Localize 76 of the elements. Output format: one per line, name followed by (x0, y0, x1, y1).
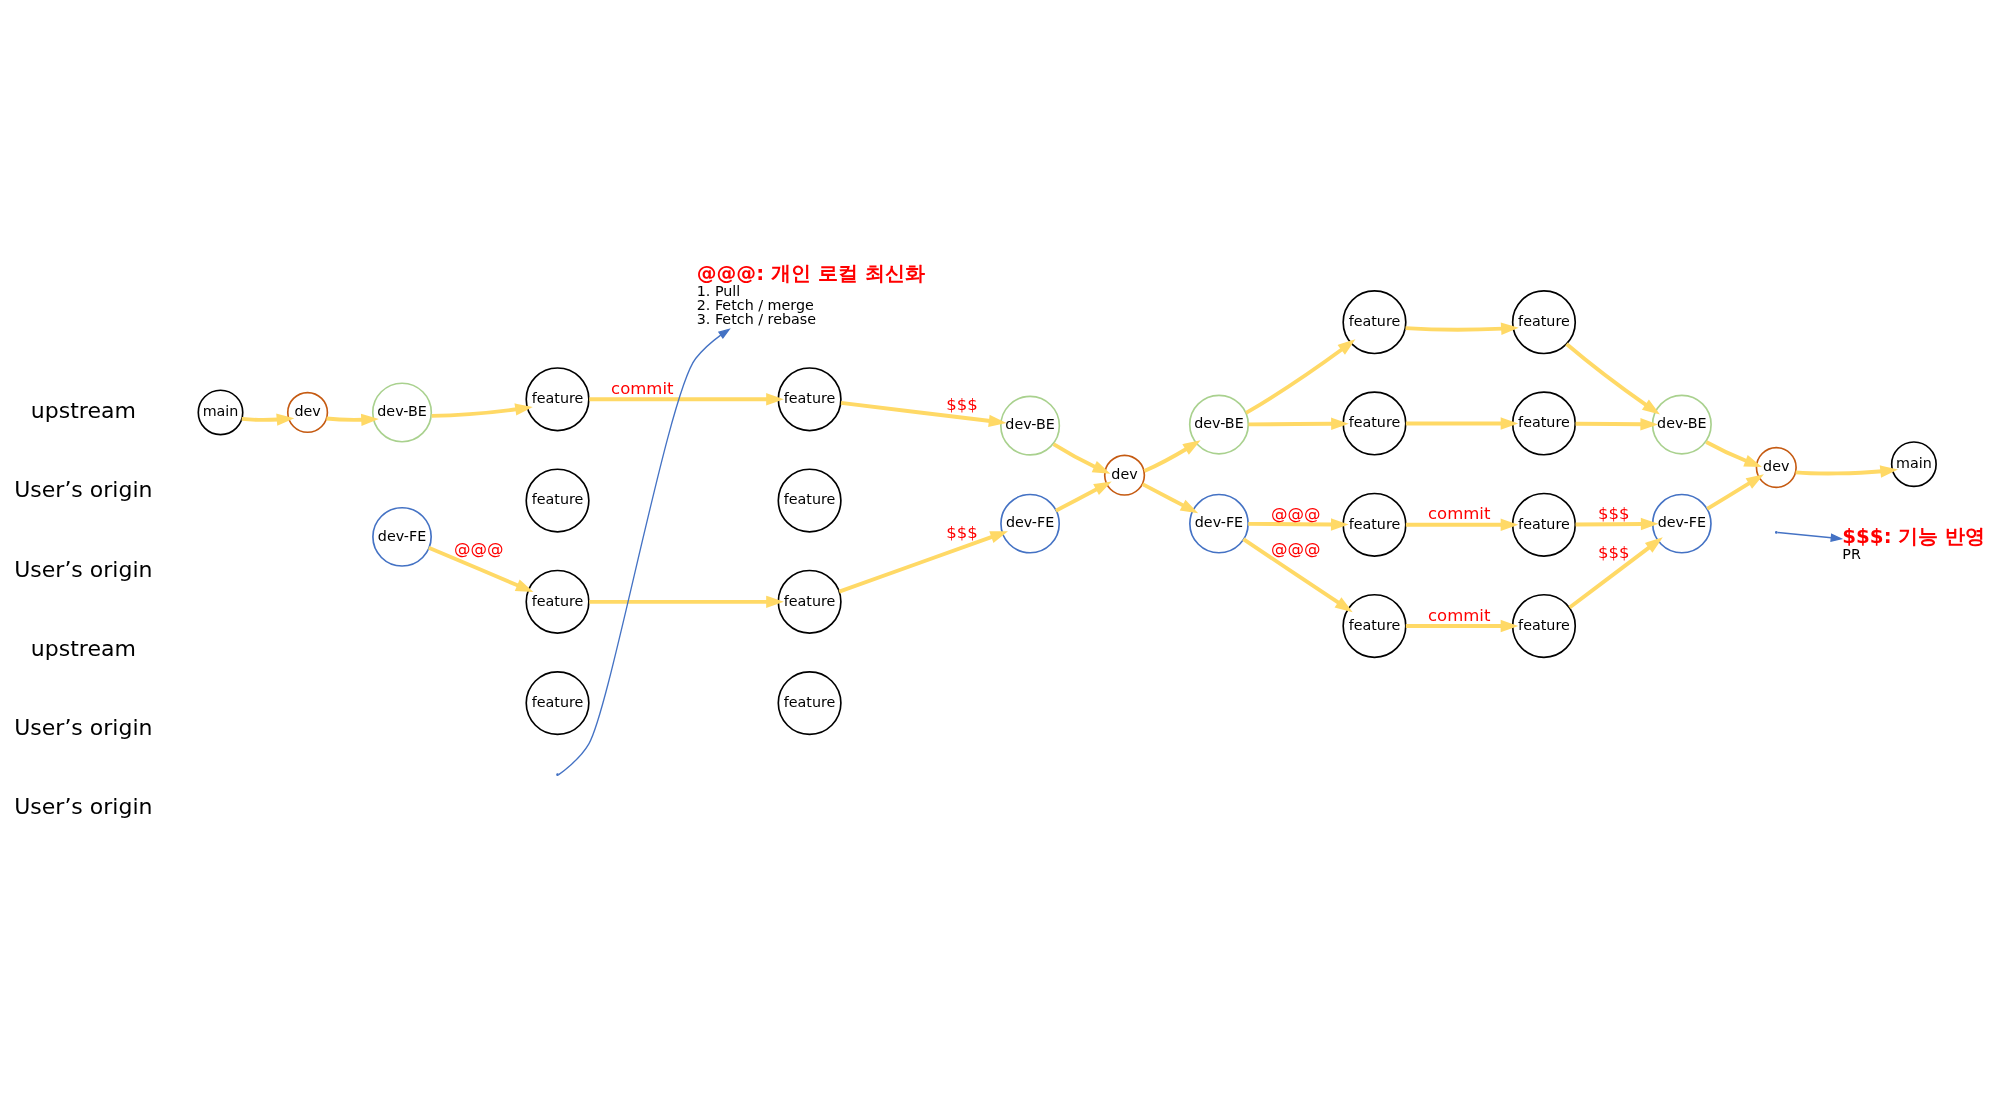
arrow (1141, 482, 1199, 514)
node-circle: dev-BE (371, 382, 433, 443)
node-circle: dev (286, 391, 329, 434)
arrow (1405, 417, 1519, 430)
edge-label: @@@ (1271, 504, 1321, 524)
node-circle: feature (777, 569, 842, 634)
node-circle: main (197, 389, 244, 436)
label: User’s origin (14, 477, 153, 503)
edge-label: commit (1428, 605, 1491, 625)
label: User’s origin (14, 556, 153, 582)
arrow (1575, 517, 1659, 531)
arrow (838, 531, 1008, 594)
arrow (1795, 465, 1898, 478)
edge-label: commit (1428, 504, 1491, 524)
node-circle: feature (1342, 391, 1407, 456)
edge-label: @@@ (1271, 539, 1321, 559)
arrow (1405, 518, 1519, 531)
node-circle: dev-FE (372, 506, 432, 567)
arrow (558, 328, 731, 776)
arrow (1706, 474, 1764, 511)
node-circle: feature (777, 670, 842, 736)
label: User’s origin (14, 794, 153, 820)
arrow (428, 545, 534, 593)
node-circle: dev-FE (1651, 493, 1712, 554)
arrow (1405, 322, 1519, 335)
node-circle: feature (1511, 391, 1577, 456)
arrow (1568, 537, 1663, 610)
label: upstream (30, 635, 136, 661)
node-circle: dev (1103, 454, 1146, 496)
node-circle: feature (777, 468, 842, 533)
arrow (1055, 481, 1112, 513)
arrow (1776, 531, 1844, 543)
arrow (1705, 440, 1762, 468)
label: User’s origin (14, 715, 153, 741)
node-text: $$$: 기능 반영 PR (1842, 525, 1986, 562)
node-circle: feature (525, 367, 590, 432)
node-circle: dev-BE (1188, 394, 1250, 455)
node-circle: dev (1755, 446, 1797, 489)
arrow (1405, 619, 1519, 633)
arrow (1143, 440, 1201, 473)
node-circle: feature (1511, 290, 1577, 355)
arrow (1565, 342, 1660, 415)
node-circle: feature (1342, 593, 1407, 659)
node-circle: feature (525, 569, 590, 634)
node-circle: dev-FE (1189, 493, 1249, 554)
node-circle: feature (525, 670, 590, 736)
edge-label: $$$ (1598, 542, 1630, 562)
arrow (1245, 339, 1356, 415)
arrow (589, 595, 784, 608)
arrow (326, 413, 379, 427)
node-circle: feature (777, 367, 842, 432)
arrow (431, 403, 533, 418)
node-circle: feature (1342, 290, 1407, 355)
edge-label: $$$ (946, 522, 978, 542)
arrow (1052, 442, 1111, 474)
node-text: @@@: 개인 로컬 최신화 1. Pull 2. Fetch / merge 3. Fetch / rebase (696, 262, 925, 328)
label: upstream (30, 397, 136, 423)
edge-label: $$$ (1598, 504, 1630, 524)
edge-label: commit (611, 378, 674, 398)
node-circle: feature (1511, 492, 1577, 557)
arrow (1248, 417, 1349, 430)
arrow (840, 401, 1007, 427)
edge-label: $$$ (946, 395, 978, 415)
arrow (589, 393, 784, 406)
arrow (1575, 418, 1659, 431)
arrow (1242, 537, 1353, 613)
edge-label: @@@ (454, 539, 504, 559)
arrow (1248, 518, 1349, 531)
node-circle: dev-BE (1000, 395, 1061, 456)
node-circle: feature (1342, 492, 1407, 557)
node-circle: feature (525, 468, 590, 533)
node-circle: main (1890, 441, 1937, 488)
node-circle: dev-FE (1000, 493, 1061, 554)
arrow (241, 413, 295, 426)
node-circle: feature (1511, 593, 1577, 659)
node-circle: dev-BE (1651, 394, 1712, 455)
